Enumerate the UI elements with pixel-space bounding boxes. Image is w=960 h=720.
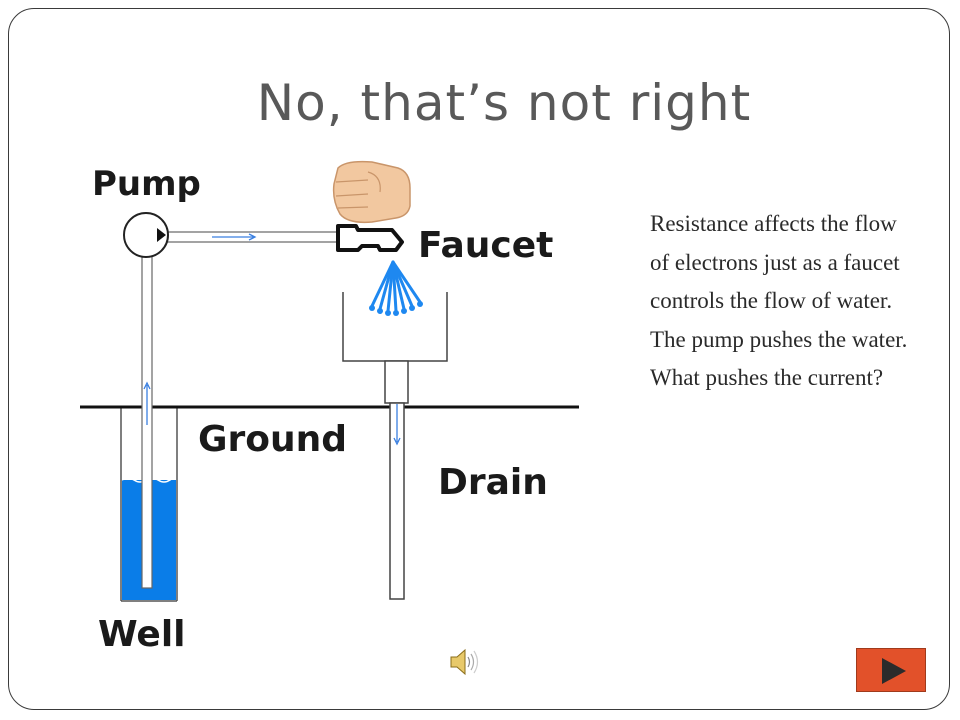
- drain-neck: [384, 360, 409, 404]
- next-button[interactable]: [856, 648, 926, 692]
- pump-label: Pump: [92, 164, 201, 204]
- hand-icon: [332, 160, 411, 224]
- faucet-label: Faucet: [418, 225, 553, 266]
- faucet-icon: [336, 224, 404, 252]
- play-arrow-icon: [882, 658, 906, 684]
- ground-label: Ground: [198, 419, 347, 460]
- well-label: Well: [98, 614, 186, 655]
- speaker-icon[interactable]: [448, 646, 482, 678]
- drain-pipe: [389, 402, 405, 600]
- drain-label: Drain: [438, 462, 548, 503]
- pump-icon: [123, 212, 169, 258]
- slide-title: No, that’s not right: [256, 74, 752, 132]
- explanation-text: Resistance affects the flow of electrons…: [650, 211, 908, 390]
- water-spray: [370, 260, 422, 313]
